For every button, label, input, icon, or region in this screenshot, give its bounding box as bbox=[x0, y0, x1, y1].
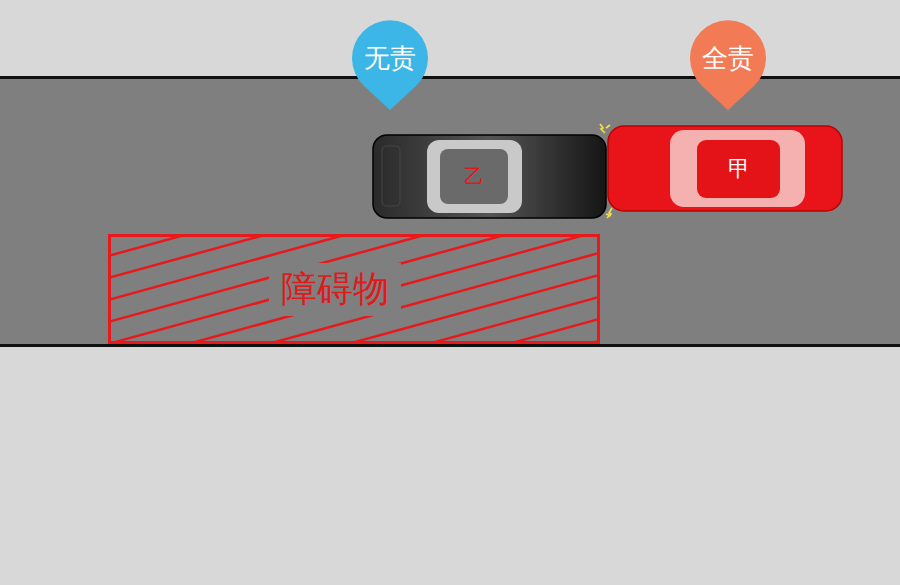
status-pin: 无责 bbox=[350, 20, 430, 112]
car: 乙 bbox=[372, 134, 607, 219]
responsibility-label: 无责 bbox=[364, 41, 416, 76]
hatch-line bbox=[108, 234, 508, 344]
hatch-line bbox=[508, 234, 600, 344]
obstacle-label: 障碍物 bbox=[269, 263, 401, 316]
hatch-line bbox=[188, 234, 588, 344]
shape-part bbox=[352, 20, 428, 110]
obstacle-box: 障碍物 bbox=[108, 234, 600, 344]
shape-part bbox=[440, 149, 508, 204]
shape-part bbox=[697, 140, 780, 198]
status-pin: 全责 bbox=[688, 20, 768, 112]
text-holder: 障碍物 bbox=[108, 234, 562, 344]
shape-part bbox=[108, 234, 600, 344]
text-holder: 甲 bbox=[697, 140, 780, 198]
shape-part bbox=[670, 130, 805, 207]
shape-part bbox=[690, 20, 766, 110]
road bbox=[0, 78, 900, 346]
shape-part bbox=[110, 236, 599, 343]
text-holder: 乙 bbox=[440, 149, 508, 204]
car-outline bbox=[372, 134, 607, 219]
shape-part bbox=[373, 135, 606, 218]
car: 甲 bbox=[607, 125, 843, 212]
text-holder: 全责 bbox=[688, 20, 768, 96]
shape-part bbox=[608, 126, 842, 211]
road-edge bbox=[0, 76, 900, 79]
car-outline bbox=[607, 125, 843, 212]
shape-part bbox=[382, 146, 400, 206]
shape-part bbox=[427, 140, 522, 213]
road-edge bbox=[0, 344, 900, 347]
responsibility-label: 全责 bbox=[702, 41, 754, 76]
hatch-line bbox=[428, 234, 600, 344]
car-label: 甲 bbox=[728, 154, 750, 184]
text-holder: 无责 bbox=[350, 20, 430, 96]
car-label: 乙 bbox=[464, 163, 484, 190]
hatch-line bbox=[108, 234, 428, 344]
